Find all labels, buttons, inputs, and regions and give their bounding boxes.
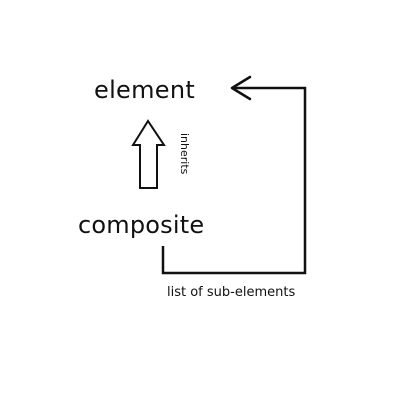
sub-elements-arrowhead-icon	[230, 75, 252, 101]
composite-node-label: composite	[78, 211, 205, 239]
inherits-label: inherits	[178, 133, 191, 175]
sub-elements-label: list of sub-elements	[167, 285, 296, 300]
inherits-arrow-icon	[131, 119, 166, 189]
element-node-label: element	[94, 76, 196, 104]
inherits-label-container: inherits	[176, 133, 194, 185]
sub-elements-connector	[161, 86, 307, 275]
